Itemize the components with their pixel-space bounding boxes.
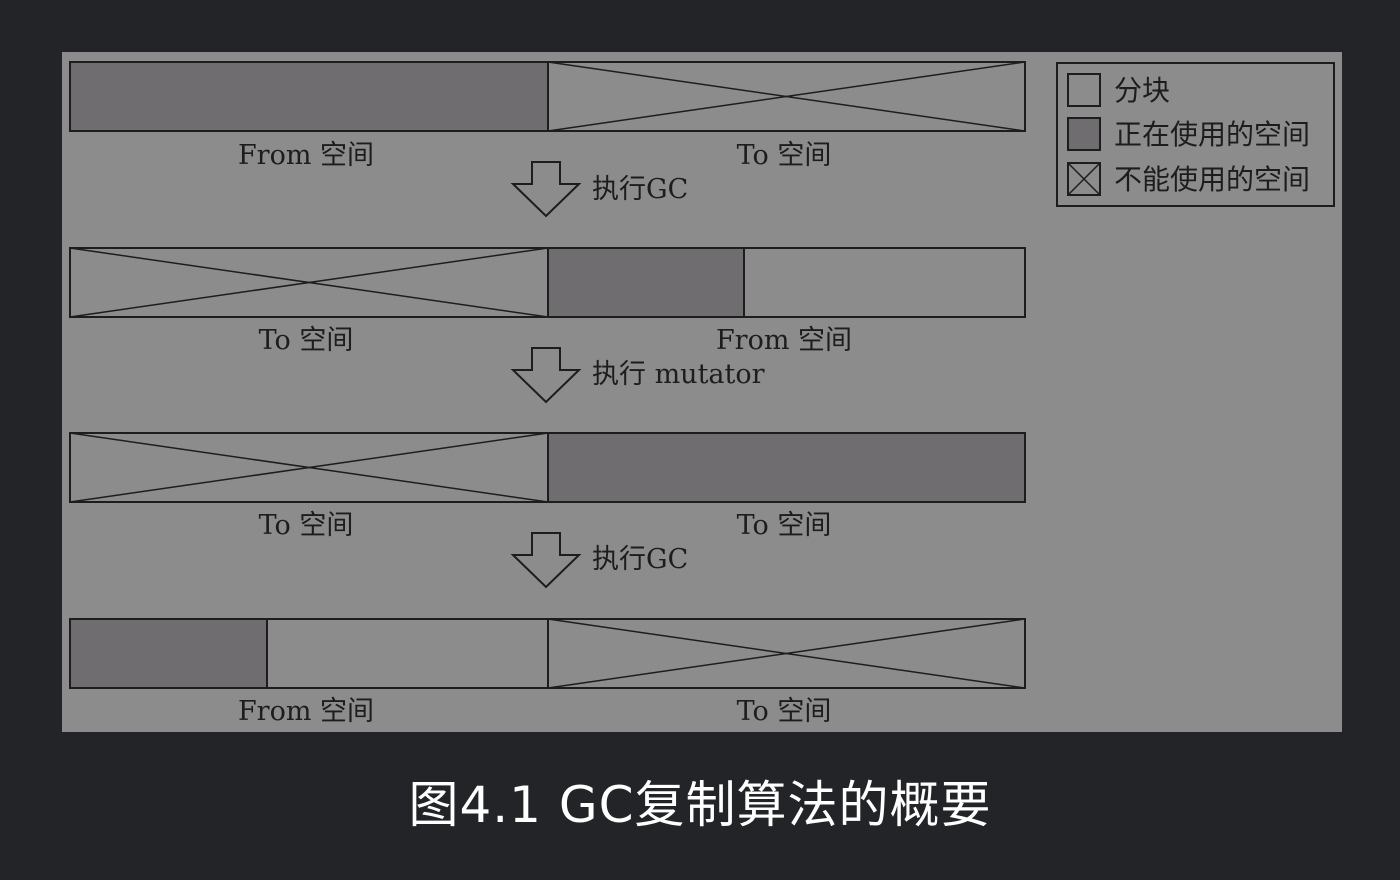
row-3-left-label: To 空间 — [259, 510, 354, 541]
row-2: To 空间 From 空间 — [69, 247, 1026, 356]
row-1-left-label: From 空间 — [238, 140, 374, 171]
legend-box — [1056, 62, 1335, 207]
row-1-right-block — [547, 61, 1026, 132]
legend-block-swatch — [1067, 73, 1101, 107]
gc-copy-diagram: From 空间 To 空间 执行GC To 空间 From 空间 执行 muta… — [62, 52, 1342, 732]
row-4-left-label: From 空间 — [238, 696, 374, 727]
row-1: From 空间 To 空间 — [69, 61, 1026, 171]
row-4-right-block — [547, 618, 1026, 689]
legend-unusable-swatch — [1067, 162, 1101, 196]
row-4-right-cross-b — [547, 618, 1026, 689]
row-2-right-used — [547, 247, 745, 318]
row-3: To 空间 To 空间 — [69, 432, 1026, 541]
row-3-left-cross-b — [69, 432, 549, 503]
row-4-left-used — [69, 618, 268, 689]
row-2-right-free — [743, 247, 1026, 318]
down-arrow-icon — [510, 532, 582, 589]
row-2-left-cross-b — [69, 247, 549, 318]
row-3-right-label: To 空间 — [737, 510, 832, 541]
row-1-right-label: To 空间 — [737, 140, 832, 171]
step-2: 执行 mutator — [510, 347, 765, 404]
row-1-right-cross-b — [547, 61, 1026, 132]
legend: 分块 正在使用的空间 不能使用的空间 — [1056, 62, 1335, 207]
step-3-label: 执行GC — [592, 544, 688, 575]
row-4-left-free — [266, 618, 549, 689]
row-4-right-label: To 空间 — [737, 696, 832, 727]
step-1-label: 执行GC — [592, 174, 688, 205]
legend-block-label: 分块 — [1114, 74, 1170, 107]
legend-unusable-cross-b — [1067, 162, 1101, 196]
figure-caption: 图4.1 GC复制算法的概要 — [408, 776, 992, 834]
legend-in-use-swatch — [1067, 117, 1101, 151]
down-arrow-icon — [510, 161, 582, 218]
row-2-left-label: To 空间 — [259, 325, 354, 356]
diagram-canvas: From 空间 To 空间 执行GC To 空间 From 空间 执行 muta… — [69, 61, 1335, 727]
down-arrow-icon — [510, 347, 582, 404]
step-1: 执行GC — [510, 161, 688, 218]
row-4: From 空间 To 空间 — [69, 618, 1026, 727]
legend-in-use-label: 正在使用的空间 — [1114, 118, 1310, 151]
row-3-right-used — [547, 432, 1026, 503]
row-1-left-used — [69, 61, 549, 132]
legend-unusable-label: 不能使用的空间 — [1114, 163, 1310, 196]
row-2-right-label: From 空间 — [716, 325, 852, 356]
step-3: 执行GC — [510, 532, 688, 589]
step-2-label: 执行 mutator — [592, 359, 765, 390]
